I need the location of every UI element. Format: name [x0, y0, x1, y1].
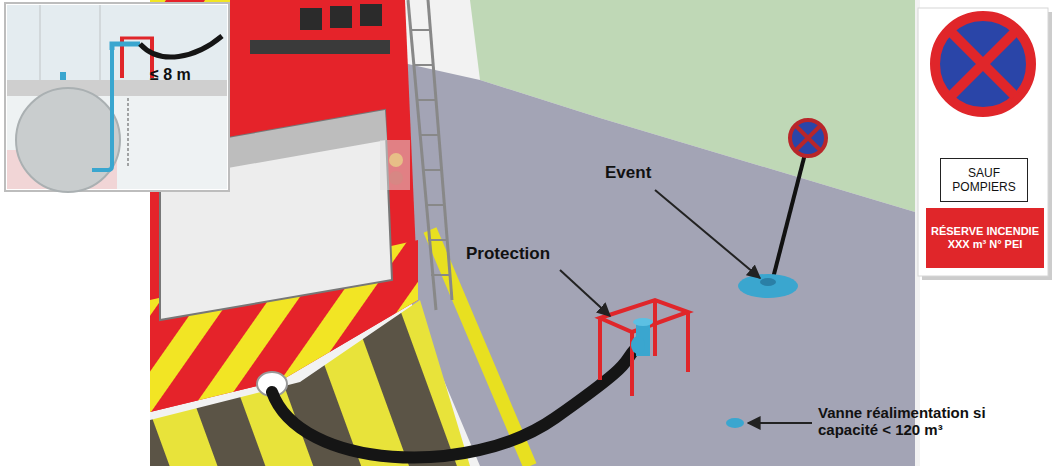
sign-pole [772, 150, 806, 282]
no-parking-sign-small [790, 120, 826, 156]
vent-cap [738, 274, 798, 298]
callout-label: Vanne réalimentation si capacité < 120 m… [818, 404, 990, 439]
sign-text-box: SAUF POMPIERS [940, 158, 1028, 202]
dimension-label: ≤ 8 m [150, 66, 220, 84]
suction-hose [272, 348, 636, 458]
protection-frame [600, 300, 688, 396]
inset-section [5, 3, 229, 192]
callout-label: Protection [466, 244, 576, 264]
suction-fitting [631, 318, 653, 356]
callout-label: Event [605, 163, 685, 183]
background [150, 0, 920, 466]
sign-text: SAUF POMPIERS [945, 166, 1023, 195]
leader-line [748, 422, 812, 424]
parking-sign-panel [918, 8, 1052, 280]
refill-valve [726, 418, 744, 428]
leader-line [655, 190, 760, 278]
leader-line [560, 270, 610, 316]
sign-text: RÉSERVE INCENDIE XXX m³ N° PEI [930, 225, 1040, 251]
sign-warning-box: RÉSERVE INCENDIE XXX m³ N° PEI [926, 208, 1044, 268]
